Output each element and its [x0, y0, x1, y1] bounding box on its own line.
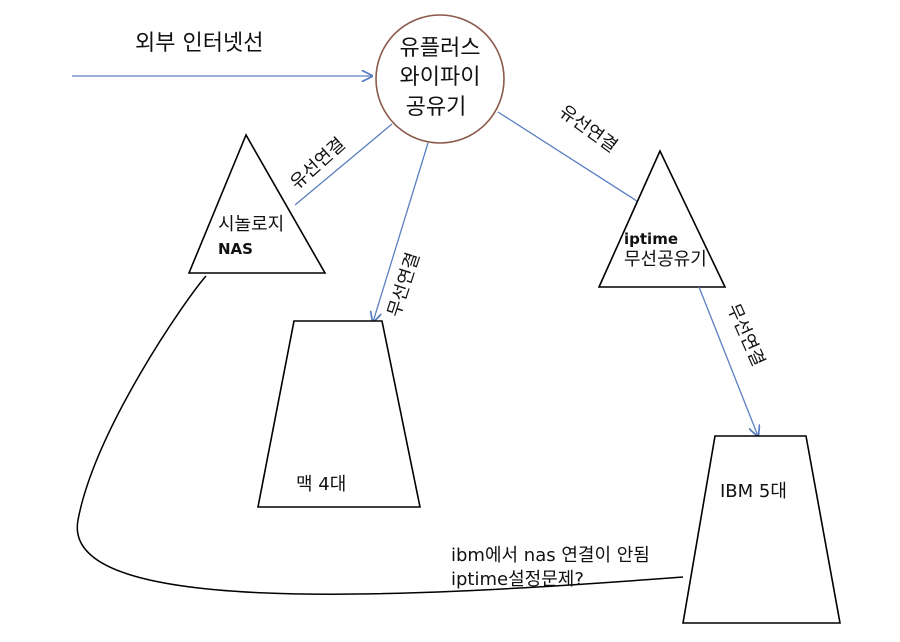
- internet-label: 외부 인터넷선: [135, 31, 263, 56]
- router-label-2: 와이파이: [400, 65, 481, 90]
- mac-label: 맥 4대: [296, 474, 346, 495]
- ibm-node: [682, 435, 841, 624]
- edge-label-wireless-ibm: 무선연결: [722, 300, 768, 369]
- iptime-node: [597, 149, 727, 288]
- iptime-label-1: iptime: [624, 230, 678, 248]
- router-label-1: 유플러스: [400, 36, 481, 61]
- edge-label-wireless-mac: 무선연결: [384, 250, 424, 319]
- ibm-label: IBM 5대: [720, 481, 787, 502]
- router-node: [375, 14, 505, 144]
- link-iptime-ibm: [698, 286, 758, 436]
- mac-node: [257, 320, 421, 508]
- router-label-3: 공유기: [406, 95, 467, 120]
- iptime-label-2: 무선공유기: [624, 249, 707, 270]
- edge-label-wired-iptime: 유선연결: [555, 101, 621, 157]
- note-line-1: ibm에서 nas 연결이 안됨: [451, 545, 650, 566]
- link-router-iptime: [497, 111, 641, 204]
- link-router-nas: [294, 123, 393, 206]
- note-line-2: iptime설정문제?: [451, 569, 584, 590]
- nas-label-2: NAS: [218, 240, 253, 258]
- nas-ibm-curve: [76, 275, 684, 595]
- edge-label-wired-nas: 유선연결: [286, 134, 349, 194]
- nas-node: [187, 133, 327, 274]
- nas-label-1: 시놀로지: [218, 214, 284, 235]
- link-router-mac: [373, 142, 429, 322]
